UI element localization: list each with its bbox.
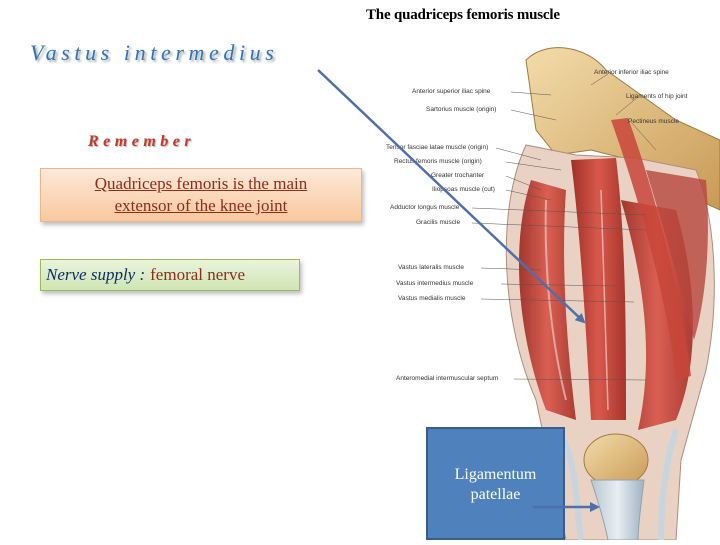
figure-label: Greater trochanter: [431, 172, 485, 179]
extensor-note-text: Quadriceps femoris is the main extensor …: [94, 174, 308, 215]
figure-label: Rectus femoris muscle (origin): [394, 158, 482, 165]
figure-label: Pectineus muscle: [628, 118, 679, 125]
figure-label: Anterior inferior iliac spine: [594, 69, 669, 76]
nerve-supply-box: Nerve supply : femoral nerve: [40, 259, 300, 291]
nerve-supply-value: femoral nerve: [150, 265, 246, 284]
figure-label: Iliopsoas muscle (cut): [432, 186, 495, 193]
slide-heading: Vastus intermedius: [30, 40, 279, 65]
patella-shape: [583, 433, 649, 487]
figure-label: Anterior superior iliac spine: [412, 88, 491, 95]
figure-label: Tensor fasciae latae muscle (origin): [386, 144, 489, 151]
figure-label: Vastus lateralis muscle: [398, 264, 464, 271]
figure-label: Vastus medialis muscle: [398, 295, 466, 302]
sartorius-shape: [611, 118, 691, 380]
remember-label: Remember: [88, 133, 196, 150]
figure-label: Anteromedial intermuscular septum: [396, 375, 499, 382]
callout-text: Ligamentum patellae: [454, 466, 537, 503]
figure-label: Ligaments of hip joint: [626, 93, 688, 100]
figure-label: Gracilis muscle: [416, 219, 461, 226]
nerve-supply-label: Nerve supply :: [46, 265, 146, 284]
ligamentum-patellae-callout: Ligamentum patellae: [426, 427, 565, 540]
figure-label: Sartorius muscle (origin): [426, 106, 497, 113]
extensor-note-box: Quadriceps femoris is the main extensor …: [40, 168, 362, 222]
adductor-shape: [646, 170, 708, 340]
figure-label: Adductor longus muscle: [390, 204, 460, 211]
page-title: The quadriceps femoris muscle: [366, 7, 560, 23]
figure-label: Vastus intermedius muscle: [396, 280, 474, 287]
